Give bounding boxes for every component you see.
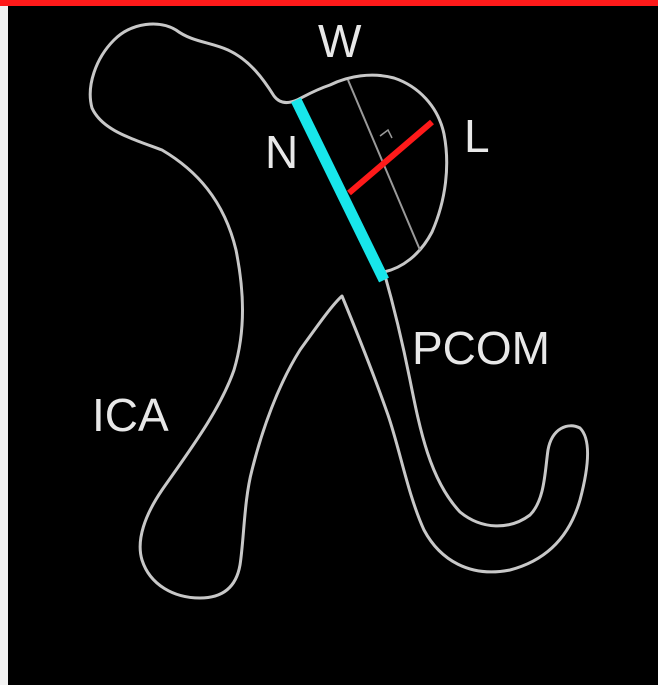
- left-border: [0, 0, 8, 685]
- label-n: N: [265, 126, 298, 178]
- label-ica: ICA: [92, 389, 169, 441]
- label-w: W: [318, 15, 362, 67]
- label-l: L: [464, 110, 490, 162]
- top-bar: [0, 0, 658, 6]
- diagram-background: [8, 6, 658, 685]
- label-pcom: PCOM: [412, 322, 550, 374]
